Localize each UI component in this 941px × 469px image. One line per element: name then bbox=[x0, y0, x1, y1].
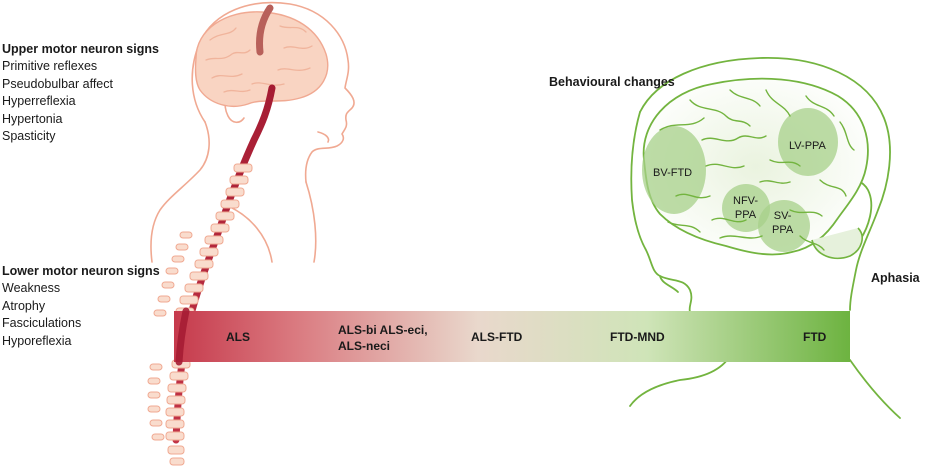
chest-outline bbox=[305, 181, 317, 263]
list-item: Spasticity bbox=[2, 129, 56, 143]
region-label-sv-ppa: SV- PPA bbox=[772, 209, 793, 237]
spectrum-label-als-bi-line2: ALS-neci bbox=[338, 339, 391, 353]
list-item: Atrophy bbox=[2, 298, 46, 313]
region-lv-ppa bbox=[778, 108, 838, 176]
lower-motor-section: Lower motor neuron signs Weakness Atroph… bbox=[2, 264, 160, 350]
aphasia-label: Aphasia bbox=[871, 271, 920, 285]
head-outline bbox=[191, 1, 355, 183]
arm-outline bbox=[227, 205, 273, 263]
region-label-lv-ppa: LV-PPA bbox=[789, 140, 826, 152]
list-item: Hypertonia bbox=[2, 111, 63, 126]
list-item: Fasciculations bbox=[2, 316, 82, 330]
head-right-outline bbox=[639, 57, 891, 311]
spectrum-label-ftd: FTD bbox=[803, 330, 827, 344]
spectrum-label-als-bi: ALS-bi ALS-eci, ALS-neci bbox=[338, 322, 428, 354]
region-label-sv-ppa-line2: PPA bbox=[772, 224, 794, 236]
spectrum-label-ftd-mnd: FTD-MND bbox=[610, 330, 665, 344]
spectrum-bar bbox=[174, 311, 850, 362]
vertebrae bbox=[147, 163, 253, 466]
region-label-nfv-ppa: NFV- PPA bbox=[733, 194, 758, 222]
spectrum-label-als-ftd: ALS-FTD bbox=[471, 330, 523, 344]
region-sv-ppa bbox=[758, 200, 810, 252]
brain-right bbox=[642, 77, 869, 260]
spectrum-label-als-bi-line1: ALS-bi ALS-eci, bbox=[338, 323, 428, 337]
spectrum-label-als: ALS bbox=[226, 330, 250, 344]
motor-cortex bbox=[256, 4, 274, 56]
upper-motor-section: Upper motor neuron signs Primitive refle… bbox=[2, 42, 159, 146]
list-item: Hyperreflexia bbox=[2, 94, 76, 108]
region-label-bv-ftd: BV-FTD bbox=[653, 167, 693, 179]
lower-motor-title: Lower motor neuron signs bbox=[2, 264, 160, 278]
list-item: Primitive reflexes bbox=[2, 59, 98, 73]
face-right-outline bbox=[630, 111, 693, 313]
region-nfv-ppa bbox=[722, 184, 770, 232]
human-figure bbox=[150, 1, 355, 263]
upper-motor-title: Upper motor neuron signs bbox=[2, 42, 159, 56]
upper-motor-list: Primitive reflexes Pseudobulbar affect H… bbox=[2, 58, 159, 146]
region-label-nfv-ppa-line2: PPA bbox=[734, 209, 757, 221]
region-label-sv-ppa-line1: SV- bbox=[773, 210, 792, 222]
list-item: Weakness bbox=[2, 281, 61, 295]
region-bv-ftd bbox=[642, 126, 706, 214]
spinal-cord bbox=[172, 84, 276, 444]
back-outline bbox=[150, 121, 210, 263]
region-label-nfv-ppa-line1: NFV- bbox=[733, 195, 759, 207]
behavioural-changes-label: Behavioural changes bbox=[549, 75, 675, 89]
brain-left bbox=[194, 4, 329, 108]
face-detail bbox=[317, 131, 330, 143]
list-item: Hyporeflexia bbox=[2, 333, 72, 348]
lower-motor-list: Weakness Atrophy Fasciculations Hyporefl… bbox=[2, 280, 160, 350]
list-item: Pseudobulbar affect bbox=[2, 76, 113, 91]
